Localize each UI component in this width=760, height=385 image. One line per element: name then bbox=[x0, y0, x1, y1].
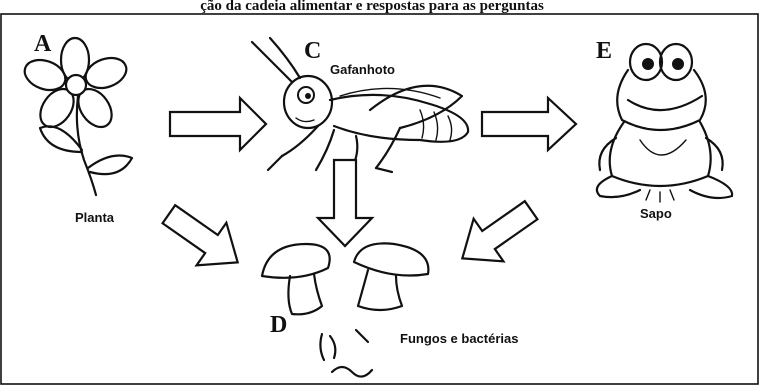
node-letter-a: A bbox=[34, 31, 52, 57]
arrow-gafanhoto-to-decompositores bbox=[318, 160, 372, 246]
arrow-gafanhoto-to-sapo bbox=[482, 98, 576, 150]
frog-icon bbox=[597, 44, 732, 202]
arrow-planta-to-decompositores bbox=[154, 193, 253, 284]
node-letter-d: D bbox=[270, 312, 287, 338]
node-label-planta: Planta bbox=[75, 210, 115, 225]
node-label-gafanhoto: Gafanhoto bbox=[330, 62, 395, 77]
node-letter-c: C bbox=[304, 38, 321, 64]
node-label-fungos-bacterias: Fungos e bactérias bbox=[400, 331, 518, 346]
node-label-sapo: Sapo bbox=[640, 206, 672, 221]
arrow-planta-to-gafanhoto bbox=[170, 98, 266, 150]
arrow-sapo-to-decompositores bbox=[447, 189, 546, 280]
header-text: ção da cadeia alimentar e respostas para… bbox=[200, 0, 544, 14]
flower-icon bbox=[20, 38, 132, 195]
fungi-bacteria-icon bbox=[262, 243, 428, 376]
grasshopper-icon bbox=[252, 38, 468, 172]
node-letter-e: E bbox=[596, 38, 612, 64]
